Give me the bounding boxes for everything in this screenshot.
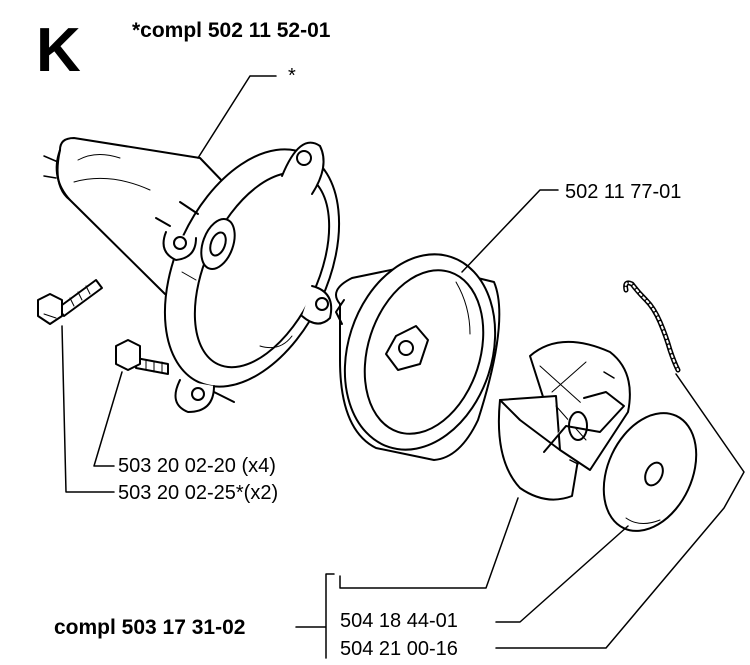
bolt-a-label: 503 20 02-20 (x4)	[118, 455, 276, 477]
assembly-marker-label: *	[288, 65, 296, 87]
shoes-leader-line	[339, 497, 519, 589]
housing-leader-line	[197, 75, 277, 159]
disc-leader-line	[495, 525, 629, 623]
clutch-disc	[602, 412, 698, 532]
drum-leader-line	[461, 189, 559, 273]
clutch-shoes-label: 504 18 44-01	[340, 610, 458, 632]
clutch-drum-label: 502 11 77-01	[565, 181, 682, 203]
clutch-shoes	[497, 341, 631, 501]
bolt-long	[37, 279, 103, 325]
clutch-housing	[43, 137, 341, 413]
section-letter: K	[36, 16, 81, 85]
assembly-bottom-label: compl 503 17 31-02	[54, 616, 246, 639]
bolt-short	[115, 339, 169, 375]
clutch-spring	[623, 280, 681, 373]
spring-label: 504 21 00-16	[340, 638, 458, 660]
bolt-short-leader-line	[93, 371, 123, 467]
bolt-long-leader-line	[61, 325, 115, 493]
spring-leader-line	[495, 373, 745, 649]
assembly-top-label: *compl 502 11 52-01	[132, 19, 331, 42]
clutch-drum	[335, 253, 501, 461]
bolt-b-label: 503 20 02-25*(x2)	[118, 482, 279, 504]
assembly-bracket	[295, 573, 335, 659]
